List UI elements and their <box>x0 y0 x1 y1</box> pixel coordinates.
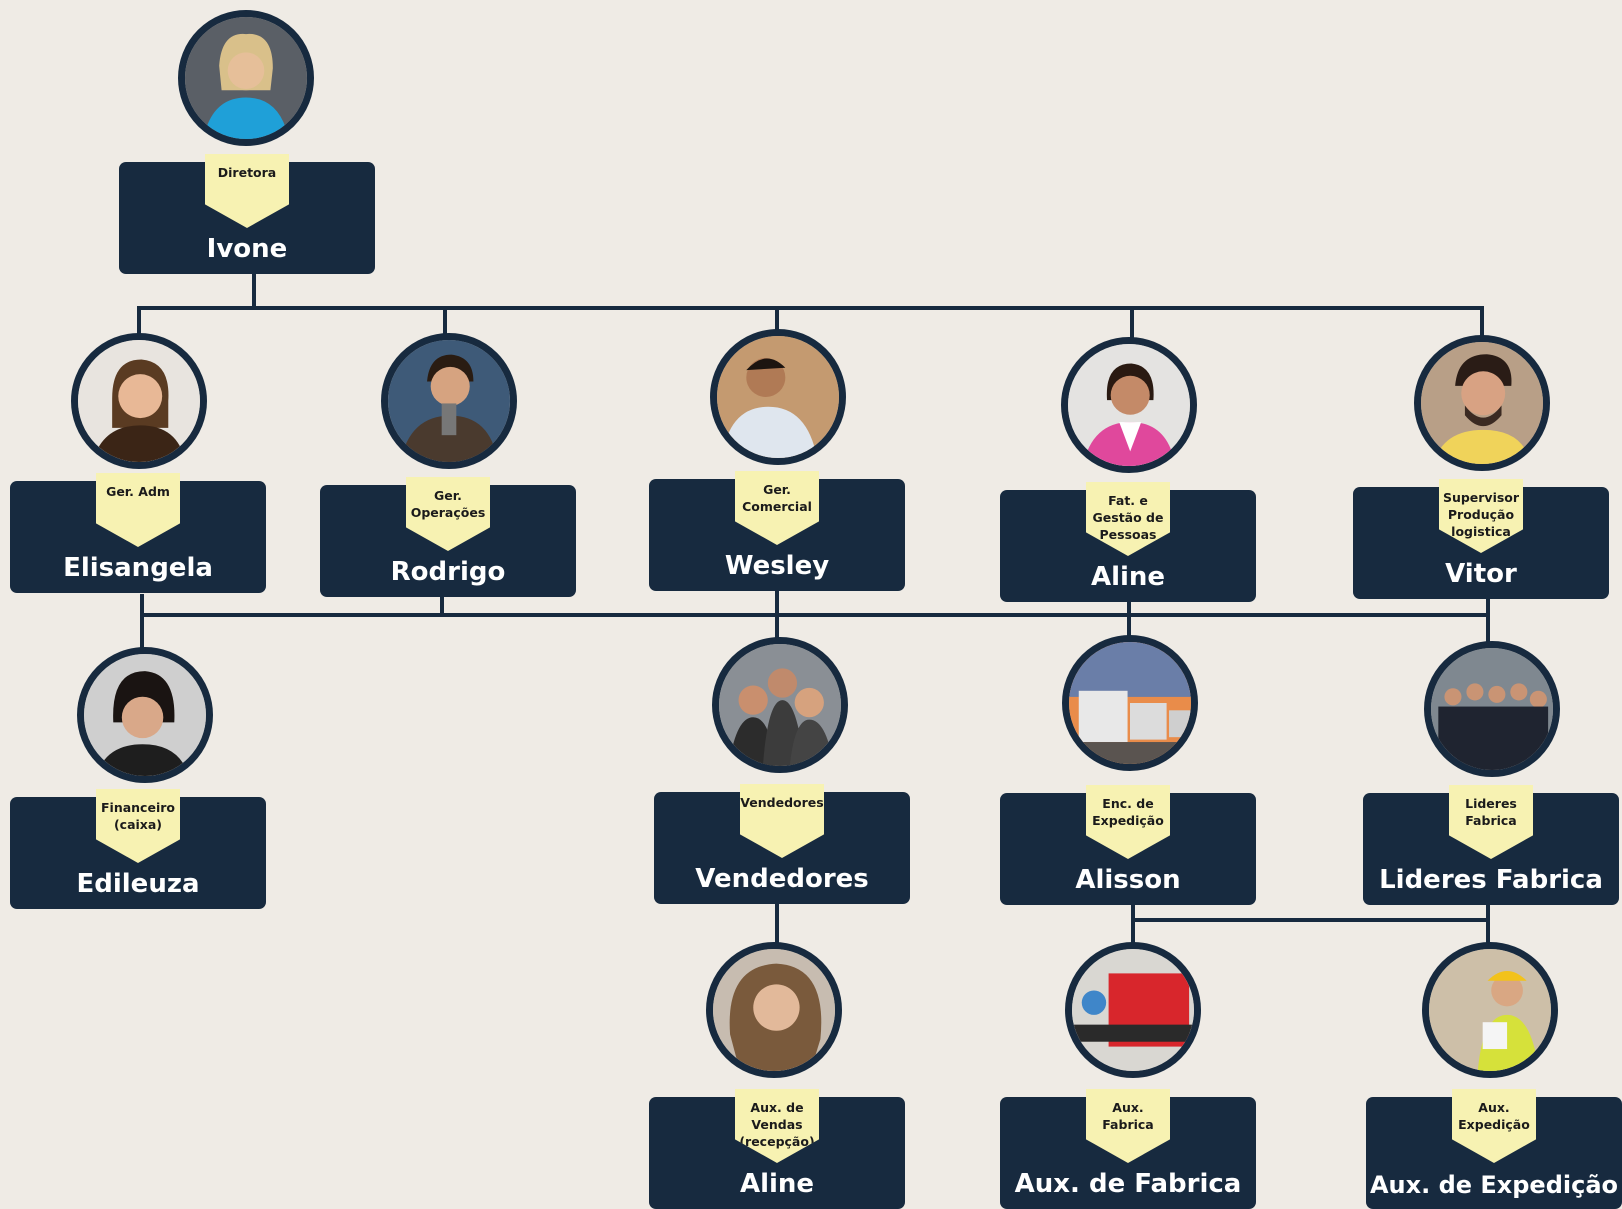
card-alisson: Enc. de Expedição Alisson <box>1000 785 1256 905</box>
role-tag: Diretora <box>205 154 289 228</box>
woman-pink-jacket-photo <box>1061 337 1197 473</box>
man-warehouse-photo <box>710 329 846 465</box>
person-name: Ivone <box>206 234 288 264</box>
warehouse-worker-photo <box>1422 942 1558 1078</box>
person-name: Aline <box>739 1169 815 1199</box>
person-name: Aux. de Fabrica <box>1014 1169 1242 1199</box>
card-edileuza: Financeiro (caixa) Edileuza <box>10 789 266 909</box>
person-name: Alisson <box>1075 865 1181 895</box>
card-aux-fabrica: Aux. Fabrica Aux. de Fabrica <box>1000 1089 1256 1209</box>
role-tag: Aux. Expedição <box>1452 1089 1536 1163</box>
person-name: Vendedores <box>695 864 869 894</box>
role-tag: Aux. Fabrica <box>1086 1089 1170 1163</box>
factory-team-group-photo <box>1424 641 1560 777</box>
card-lideres-fabrica: Lideres Fabrica Lideres Fabrica <box>1363 785 1619 905</box>
woman-smiling-photo <box>71 333 207 469</box>
card-elisangela: Ger. Adm Elisangela <box>10 473 266 593</box>
person-name: Elisangela <box>63 553 213 583</box>
role-tag: Lideres Fabrica <box>1449 785 1533 859</box>
factory-machine-photo <box>1065 942 1201 1078</box>
role-tag: Vendedores <box>740 784 824 858</box>
role-tag: Fat. e Gestão de Pessoas <box>1086 482 1170 556</box>
card-ivone: Diretora Ivone <box>119 154 375 274</box>
card-vitor: Supervisor Produção logistica Vitor <box>1353 479 1609 599</box>
man-glasses-beard-photo <box>1414 335 1550 471</box>
role-tag: Supervisor Produção logistica <box>1439 479 1523 553</box>
person-name: Lideres Fabrica <box>1379 865 1603 895</box>
card-aux-expedicao: Aux. Expedição Aux. de Expedição <box>1366 1089 1622 1209</box>
card-aline-recepcao: Aux. de Vendas (recepção) Aline <box>649 1089 905 1209</box>
card-aline-gestao: Fat. e Gestão de Pessoas Aline <box>1000 482 1256 602</box>
man-selfie-photo <box>381 333 517 469</box>
person-name: Aline <box>1090 562 1166 592</box>
card-rodrigo: Ger. Operações Rodrigo <box>320 477 576 597</box>
card-vendedores: Vendedores Vendedores <box>654 784 910 904</box>
person-name: Aux. de Expedição <box>1369 1171 1619 1199</box>
woman-blonde-car-photo <box>178 10 314 146</box>
woman-curly-hair-photo <box>706 942 842 1078</box>
role-tag: Aux. de Vendas (recepção) <box>735 1089 819 1163</box>
woman-glasses-office-photo <box>77 647 213 783</box>
sales-team-group-photo <box>712 637 848 773</box>
role-tag: Ger. Adm <box>96 473 180 547</box>
card-wesley: Ger. Comercial Wesley <box>649 471 905 591</box>
role-tag: Ger. Operações <box>406 477 490 551</box>
person-name: Rodrigo <box>390 557 506 587</box>
role-tag: Ger. Comercial <box>735 471 819 545</box>
role-tag: Financeiro (caixa) <box>96 789 180 863</box>
person-name: Edileuza <box>76 869 200 899</box>
person-name: Vitor <box>1445 559 1517 589</box>
trucks-sunset-photo <box>1062 635 1198 771</box>
role-tag: Enc. de Expedição <box>1086 785 1170 859</box>
person-name: Wesley <box>724 551 830 581</box>
